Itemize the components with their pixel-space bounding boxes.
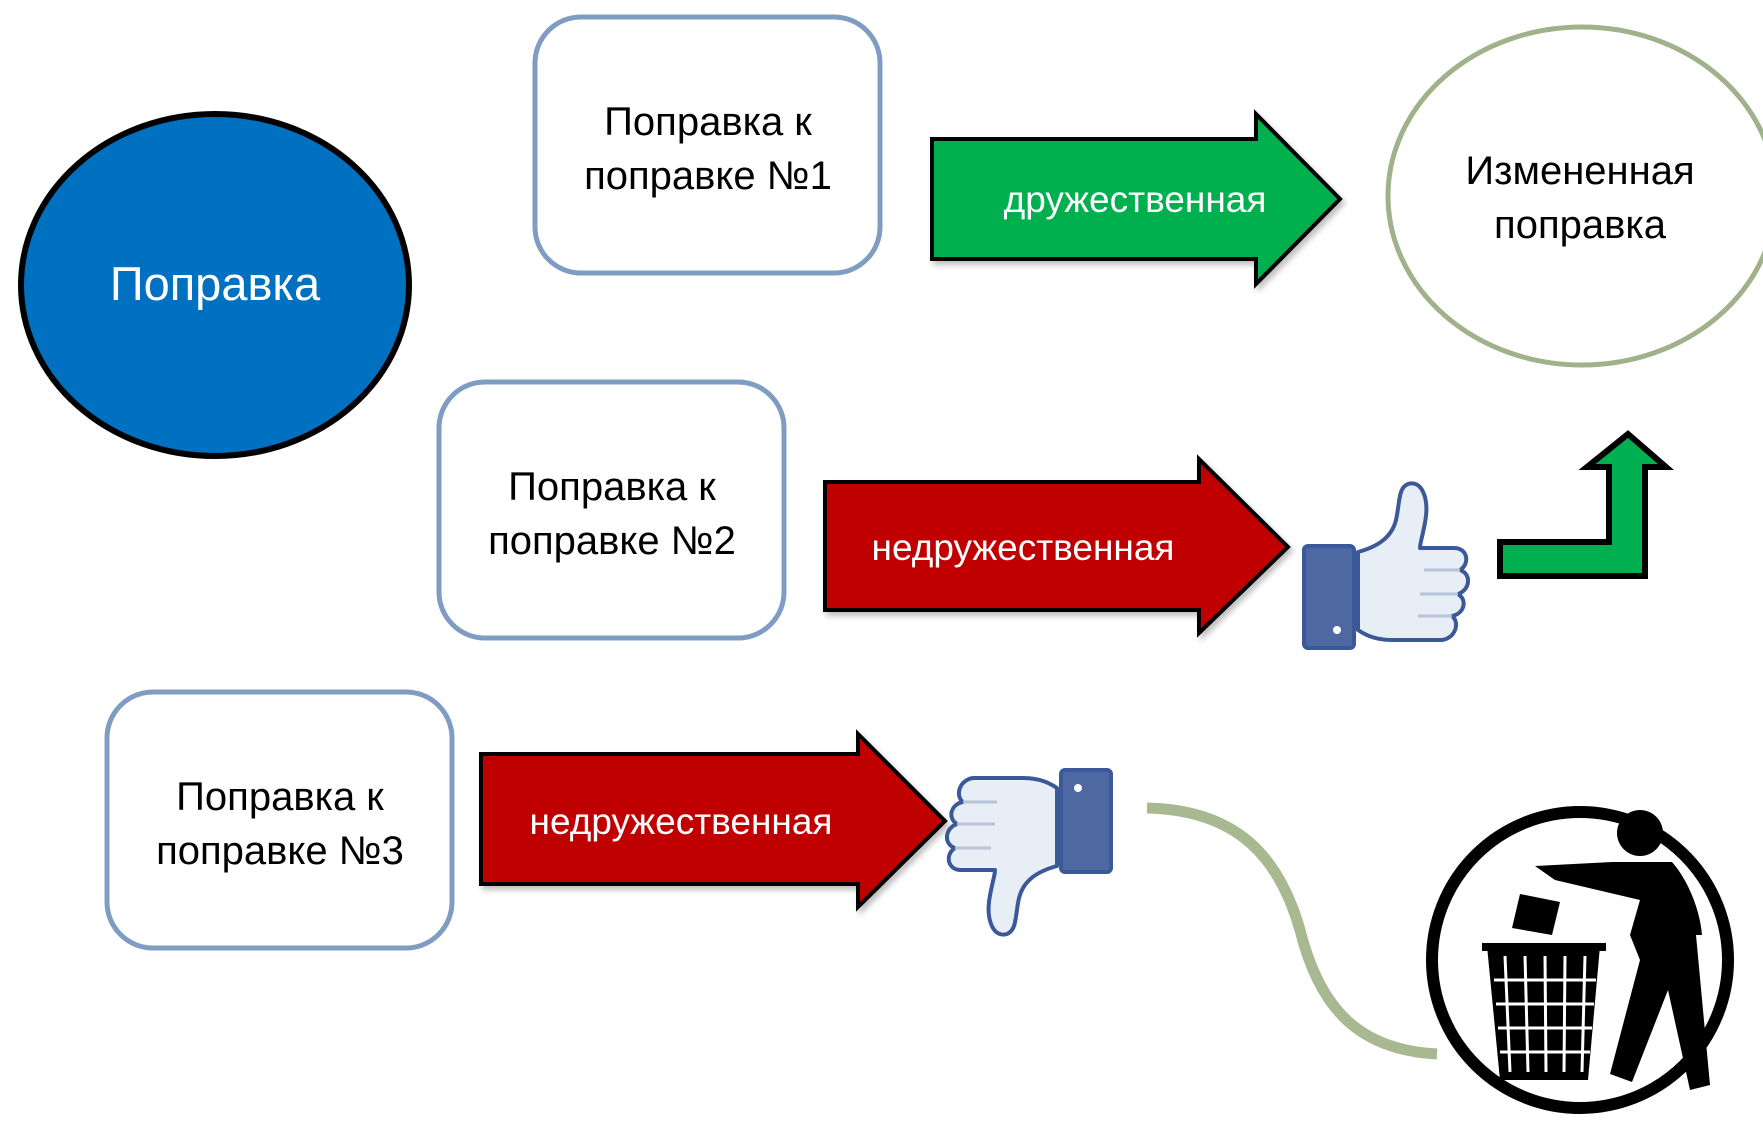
trash-bin-icon	[1426, 806, 1734, 1114]
thumbs-down-icon	[945, 768, 1113, 937]
arrow-unfriendly-3-label: недружественная	[530, 801, 833, 842]
amendment-box-1-line1: Поправка к	[604, 100, 812, 144]
arrow-friendly-label: дружественная	[1004, 179, 1267, 220]
result-node-line1: Измененная	[1465, 149, 1694, 193]
amendment-box-3-line2: поправке №3	[156, 829, 404, 873]
amendment-box-2: Поправка к поправке №2	[436, 379, 787, 641]
arrow-friendly: дружественная	[930, 109, 1343, 289]
arrow-unfriendly-2-label: недружественная	[872, 527, 1175, 568]
arrow-unfriendly-3: недружественная	[479, 729, 948, 912]
amendment-box-2-line1: Поправка к	[508, 465, 716, 509]
main-node-label: Поправка	[110, 257, 321, 310]
amendment-box-1-line2: поправке №1	[584, 154, 832, 198]
amendment-box-3: Поправка к поправке №3	[104, 689, 455, 951]
arrow-unfriendly-2: недружественная	[823, 454, 1291, 638]
thumbs-up-icon	[1302, 481, 1470, 650]
result-node: Измененная поправка	[1385, 24, 1763, 368]
main-node: Поправка	[18, 111, 412, 459]
amendment-box-3-line1: Поправка к	[176, 775, 384, 819]
result-node-circle	[1385, 24, 1763, 368]
main-node-circle	[18, 111, 412, 459]
result-node-line2: поправка	[1494, 203, 1667, 247]
amendment-box-1: Поправка к поправке №1	[532, 14, 883, 276]
connector-to-trash	[1146, 802, 1438, 1060]
amendment-box-2-line2: поправке №2	[488, 519, 736, 563]
up-turn-arrow-icon	[1497, 430, 1675, 579]
